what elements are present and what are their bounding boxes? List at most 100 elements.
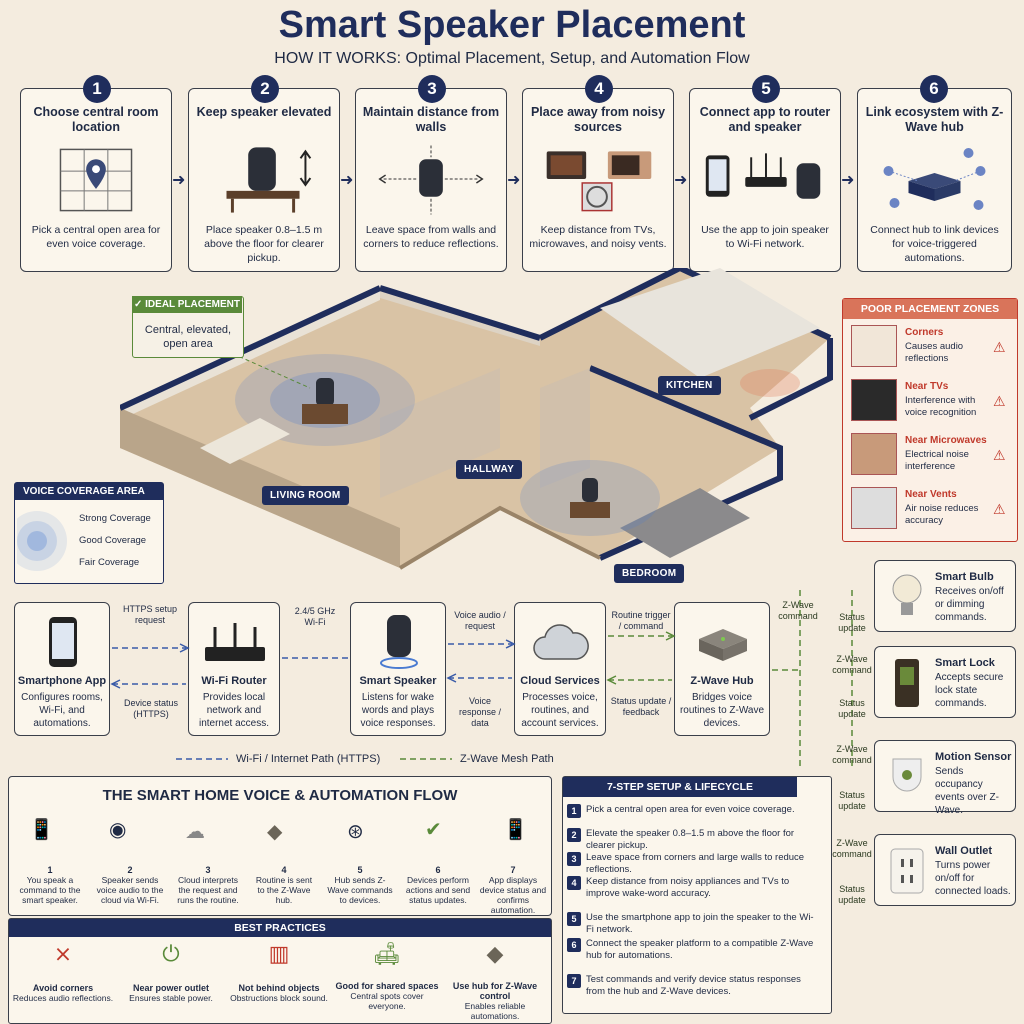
best-practice-desc: Ensures stable power. bbox=[129, 993, 213, 1003]
step-badge: 1 bbox=[83, 75, 111, 103]
device-title: Wall Outlet bbox=[935, 845, 993, 857]
step-title: Choose central room location bbox=[33, 105, 159, 134]
device-title: Motion Sensor bbox=[935, 751, 1012, 763]
poor-zone-title: Near Vents bbox=[905, 489, 957, 500]
best-practice-item: ▥ Not behind objects Obstructions block … bbox=[227, 939, 331, 1023]
voice-step-desc: Hub sends Z-Wave commands to devices. bbox=[327, 875, 393, 905]
link-status-feedback: Status update / feedback bbox=[610, 696, 672, 717]
arrow-right-icon: ➜ bbox=[507, 172, 521, 189]
tv-icon bbox=[851, 379, 897, 421]
zwave-status-label: Status update bbox=[838, 612, 866, 633]
best-practice-title: Not behind objects bbox=[238, 983, 320, 993]
poor-zone-title: Near TVs bbox=[905, 381, 949, 392]
flow-node-title: Smart Speaker bbox=[359, 675, 437, 687]
light-bulb-icon bbox=[892, 574, 922, 615]
zwave-status-label: Status update bbox=[838, 790, 866, 811]
step-card-1: 1 Choose central room location Pick a ce… bbox=[20, 75, 172, 272]
step-card-6: 6 Link ecosystem with Z-Wave hub Connect… bbox=[857, 75, 1012, 272]
outlet-icon bbox=[890, 848, 924, 894]
device-smart-lock: Smart Lock Accepts secure lock state com… bbox=[874, 646, 1016, 718]
legend-wifi: Wi-Fi / Internet Path (HTTPS) bbox=[236, 753, 381, 765]
voice-step-num: 3 bbox=[205, 865, 211, 875]
wall-distance-icon bbox=[378, 145, 484, 215]
link-device-status: Device status (HTTPS) bbox=[123, 698, 179, 719]
voice-step-num: 4 bbox=[281, 865, 287, 875]
lifecycle-title: 7-STEP SETUP & LIFECYCLE bbox=[563, 777, 797, 797]
zwave-command-label: Z-Wave command bbox=[832, 744, 872, 765]
best-practice-desc: Enables reliable automations. bbox=[464, 1001, 526, 1021]
warning-icon: ⚠ bbox=[993, 393, 1006, 409]
page-title: Smart Speaker Placement bbox=[278, 4, 746, 46]
ideal-placement-callout: ✓ IDEAL PLACEMENT Central, elevated, ope… bbox=[132, 296, 244, 358]
link-wifi: 2.4/5 GHz Wi-Fi bbox=[294, 606, 336, 627]
room-label-hallway: HALLWAY bbox=[456, 460, 523, 479]
zwave-hub-icon bbox=[699, 629, 747, 661]
step-desc: Use the app to join speaker to Wi-Fi net… bbox=[701, 224, 829, 250]
poor-zone-desc: Electrical noise interference bbox=[905, 449, 969, 472]
smart-speaker-icon bbox=[380, 615, 418, 669]
best-practice-desc: Obstructions block sound. bbox=[230, 993, 328, 1003]
poor-zones-title: POOR PLACEMENT ZONES bbox=[843, 299, 1017, 319]
device-wall-outlet: Wall Outlet Turns power on/off for conne… bbox=[874, 834, 1016, 906]
voice-step: 5 Hub sends Z-Wave commands to devices. bbox=[325, 865, 395, 905]
page-subtitle: HOW IT WORKS: Optimal Placement, Setup, … bbox=[274, 50, 750, 67]
router-icon bbox=[205, 623, 265, 661]
flow-node-speaker: Smart Speaker Listens for wake words and… bbox=[350, 602, 446, 736]
coverage-rings-icon bbox=[17, 511, 67, 571]
voice-step-num: 7 bbox=[510, 865, 516, 875]
device-desc: Sends occupancy events over Z-Wave. bbox=[935, 766, 999, 816]
room-label-living: LIVING ROOM bbox=[262, 486, 349, 505]
check-icon: ✔ bbox=[425, 819, 442, 841]
step-badge: 4 bbox=[585, 75, 613, 103]
voice-step-num: 1 bbox=[47, 865, 53, 875]
voice-step-num: 6 bbox=[435, 865, 441, 875]
flow-node-cloud: Cloud Services Processes voice, routines… bbox=[514, 602, 606, 736]
flow-node-title: Cloud Services bbox=[520, 675, 600, 687]
voice-step: 1 You speak a command to the smart speak… bbox=[19, 865, 81, 905]
ideal-placement-label: ✓ IDEAL PLACEMENT bbox=[132, 296, 242, 313]
map-pin-icon bbox=[59, 148, 133, 212]
vent-icon bbox=[851, 487, 897, 529]
device-title: Smart Lock bbox=[935, 657, 995, 669]
step-title: Connect app to router and speaker bbox=[699, 105, 831, 134]
step-title: Place away from noisy sources bbox=[530, 105, 666, 134]
best-practice-item: ⏻ Near power outlet Ensures stable power… bbox=[119, 939, 223, 1023]
corner-icon bbox=[851, 325, 897, 367]
arrow-right-icon: ➜ bbox=[841, 172, 855, 189]
voice-step-num: 5 bbox=[357, 865, 363, 875]
voice-step: 2 Speaker sends voice audio to the cloud… bbox=[95, 865, 165, 905]
legend-zwave: Z-Wave Mesh Path bbox=[460, 753, 554, 765]
flow-node-smartphone: Smartphone App Configures rooms, Wi-Fi, … bbox=[14, 602, 110, 736]
device-title: Smart Bulb bbox=[935, 571, 994, 583]
room-label-bedroom: BEDROOM bbox=[614, 564, 685, 583]
best-practice-item: ◆ Use hub for Z-Wave control Enables rel… bbox=[443, 939, 547, 1023]
flow-node-desc: Processes voice, routines, and account s… bbox=[521, 692, 599, 729]
step-card-2: 2 Keep speaker elevated Place speaker 0.… bbox=[188, 75, 340, 272]
coverage-good: Good Coverage bbox=[79, 535, 147, 546]
best-practice-item: 🛋 Good for shared spaces Central spots c… bbox=[335, 939, 439, 1023]
corner-avoid-icon: ⨯ bbox=[53, 941, 73, 966]
step-badge: 6 bbox=[920, 75, 948, 103]
speaker-icon: ◉ bbox=[109, 819, 127, 841]
warning-icon: ⚠ bbox=[993, 339, 1006, 355]
voice-step: 4 Routine is sent to the Z-Wave hub. bbox=[253, 865, 315, 905]
link-voice-response: Voice response / data bbox=[458, 696, 502, 728]
phone-voice-icon: 📱 bbox=[29, 819, 54, 841]
voice-step: 7 App displays device status and confirm… bbox=[479, 865, 547, 915]
cloud-icon: ☁ bbox=[185, 821, 205, 843]
voice-step: 6 Devices perform actions and send statu… bbox=[405, 865, 471, 905]
step-badge: 2 bbox=[251, 75, 279, 103]
hub-icon: ◆ bbox=[486, 941, 504, 966]
zwave-hub-icon bbox=[883, 148, 986, 210]
link-routine-trigger: Routine trigger / command bbox=[611, 610, 671, 631]
voice-step-desc: Routine is sent to the Z-Wave hub. bbox=[255, 875, 313, 905]
phone-status-icon: 📱 bbox=[503, 819, 528, 841]
flow-node-zwave-hub: Z-Wave Hub Bridges voice routines to Z-W… bbox=[674, 602, 770, 736]
best-practices-title: BEST PRACTICES bbox=[9, 919, 551, 937]
coverage-fair: Fair Coverage bbox=[79, 557, 140, 568]
best-practice-item: ⨯ Avoid corners Reduces audio reflection… bbox=[11, 939, 115, 1023]
coverage-strong: Strong Coverage bbox=[79, 513, 151, 524]
arrow-right-icon: ➜ bbox=[674, 172, 688, 189]
warning-icon: ⚠ bbox=[993, 501, 1006, 517]
best-practice-title: Near power outlet bbox=[132, 983, 209, 993]
